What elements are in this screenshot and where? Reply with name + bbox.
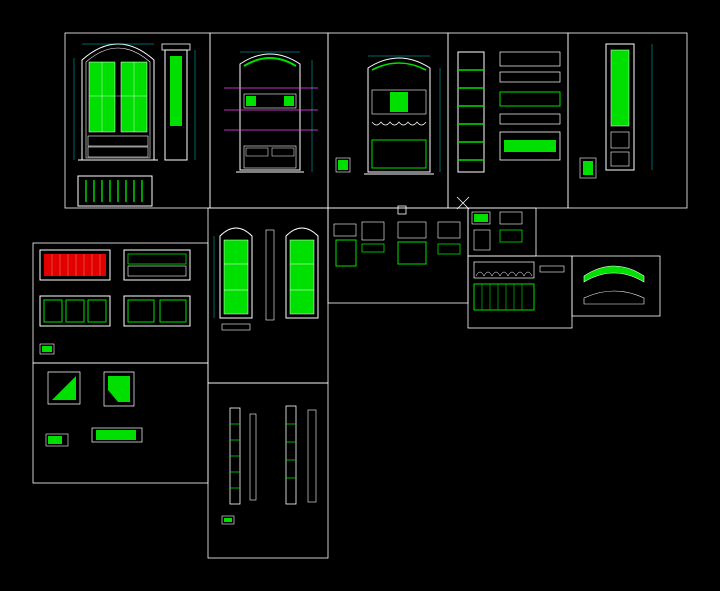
vertical-sections-9	[221, 405, 317, 525]
cabinet-elevation-3	[335, 55, 441, 175]
arch-details-13	[583, 265, 645, 305]
crosshair-cursor-icon	[456, 196, 470, 210]
section-details-7	[45, 371, 143, 447]
sheet-frame-9	[207, 382, 329, 559]
sheet-frame-13	[571, 255, 661, 317]
cabinet-elevation-2	[224, 51, 318, 173]
door-elevations-8	[213, 227, 319, 331]
sheet-frames	[32, 32, 688, 559]
component-details-11	[471, 211, 523, 251]
pickbox-cursor-icon	[397, 205, 407, 215]
cabinet-elevation-1	[73, 43, 196, 207]
component-details-10	[333, 221, 461, 267]
cabinet-fronts-6	[39, 249, 191, 355]
shelving-elevation-4	[457, 51, 561, 173]
sheet-frame-5	[567, 32, 688, 209]
cabinet-elevation-5	[579, 43, 653, 179]
crown-molding-12	[473, 261, 565, 311]
